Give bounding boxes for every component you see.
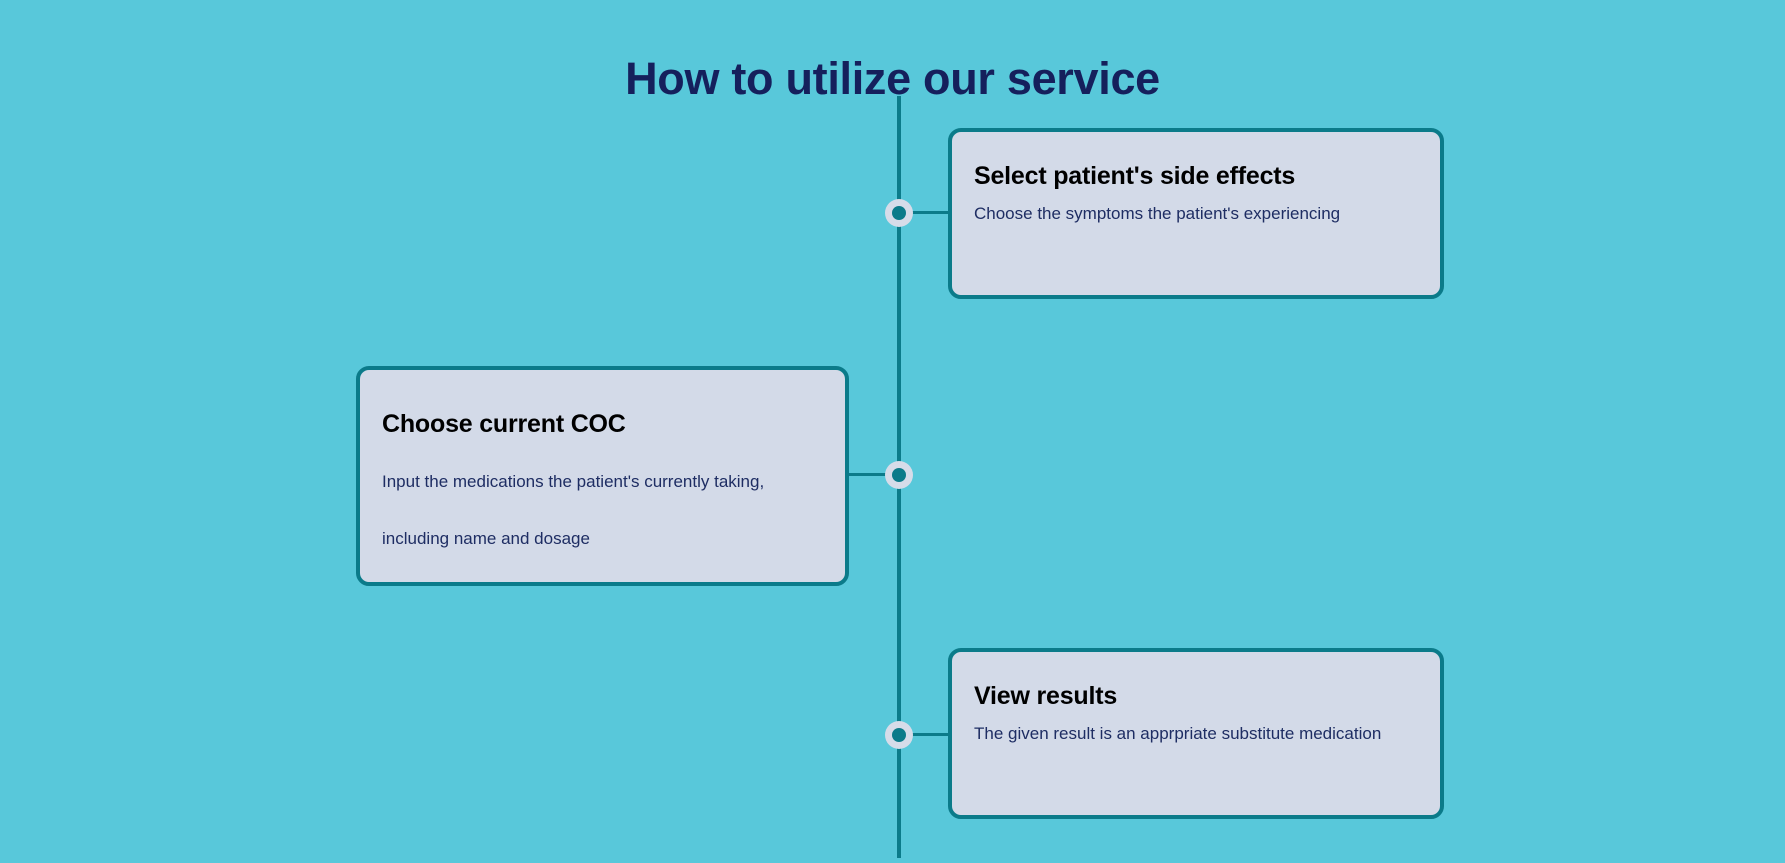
step-card-description: Choose the symptoms the patient's experi… (974, 204, 1341, 223)
page-title: How to utilize our service (625, 53, 1160, 105)
timeline-dot-core-icon (892, 206, 906, 220)
timeline-dot-core-icon (892, 728, 906, 742)
timeline-dot-step-1[interactable] (885, 199, 913, 227)
timeline-connector-step-3 (910, 733, 952, 736)
step-card-choose-current-coc[interactable]: Choose current COC Input the medications… (356, 366, 849, 586)
step-card-title: Choose current COC (382, 410, 626, 438)
step-card-title: View results (974, 682, 1118, 710)
step-card-view-results[interactable]: View results The given result is an appr… (948, 648, 1444, 819)
timeline-dot-step-2[interactable] (885, 461, 913, 489)
step-card-description: Input the medications the patient's curr… (382, 472, 765, 548)
timeline-connector-step-2 (845, 473, 891, 476)
timeline-dot-core-icon (892, 468, 906, 482)
timeline-connector-step-1 (910, 211, 952, 214)
step-card-title: Select patient's side effects (974, 162, 1296, 190)
step-card-select-side-effects[interactable]: Select patient's side effects Choose the… (948, 128, 1444, 299)
step-card-description: The given result is an apprpriate substi… (974, 724, 1382, 743)
timeline-dot-step-3[interactable] (885, 721, 913, 749)
